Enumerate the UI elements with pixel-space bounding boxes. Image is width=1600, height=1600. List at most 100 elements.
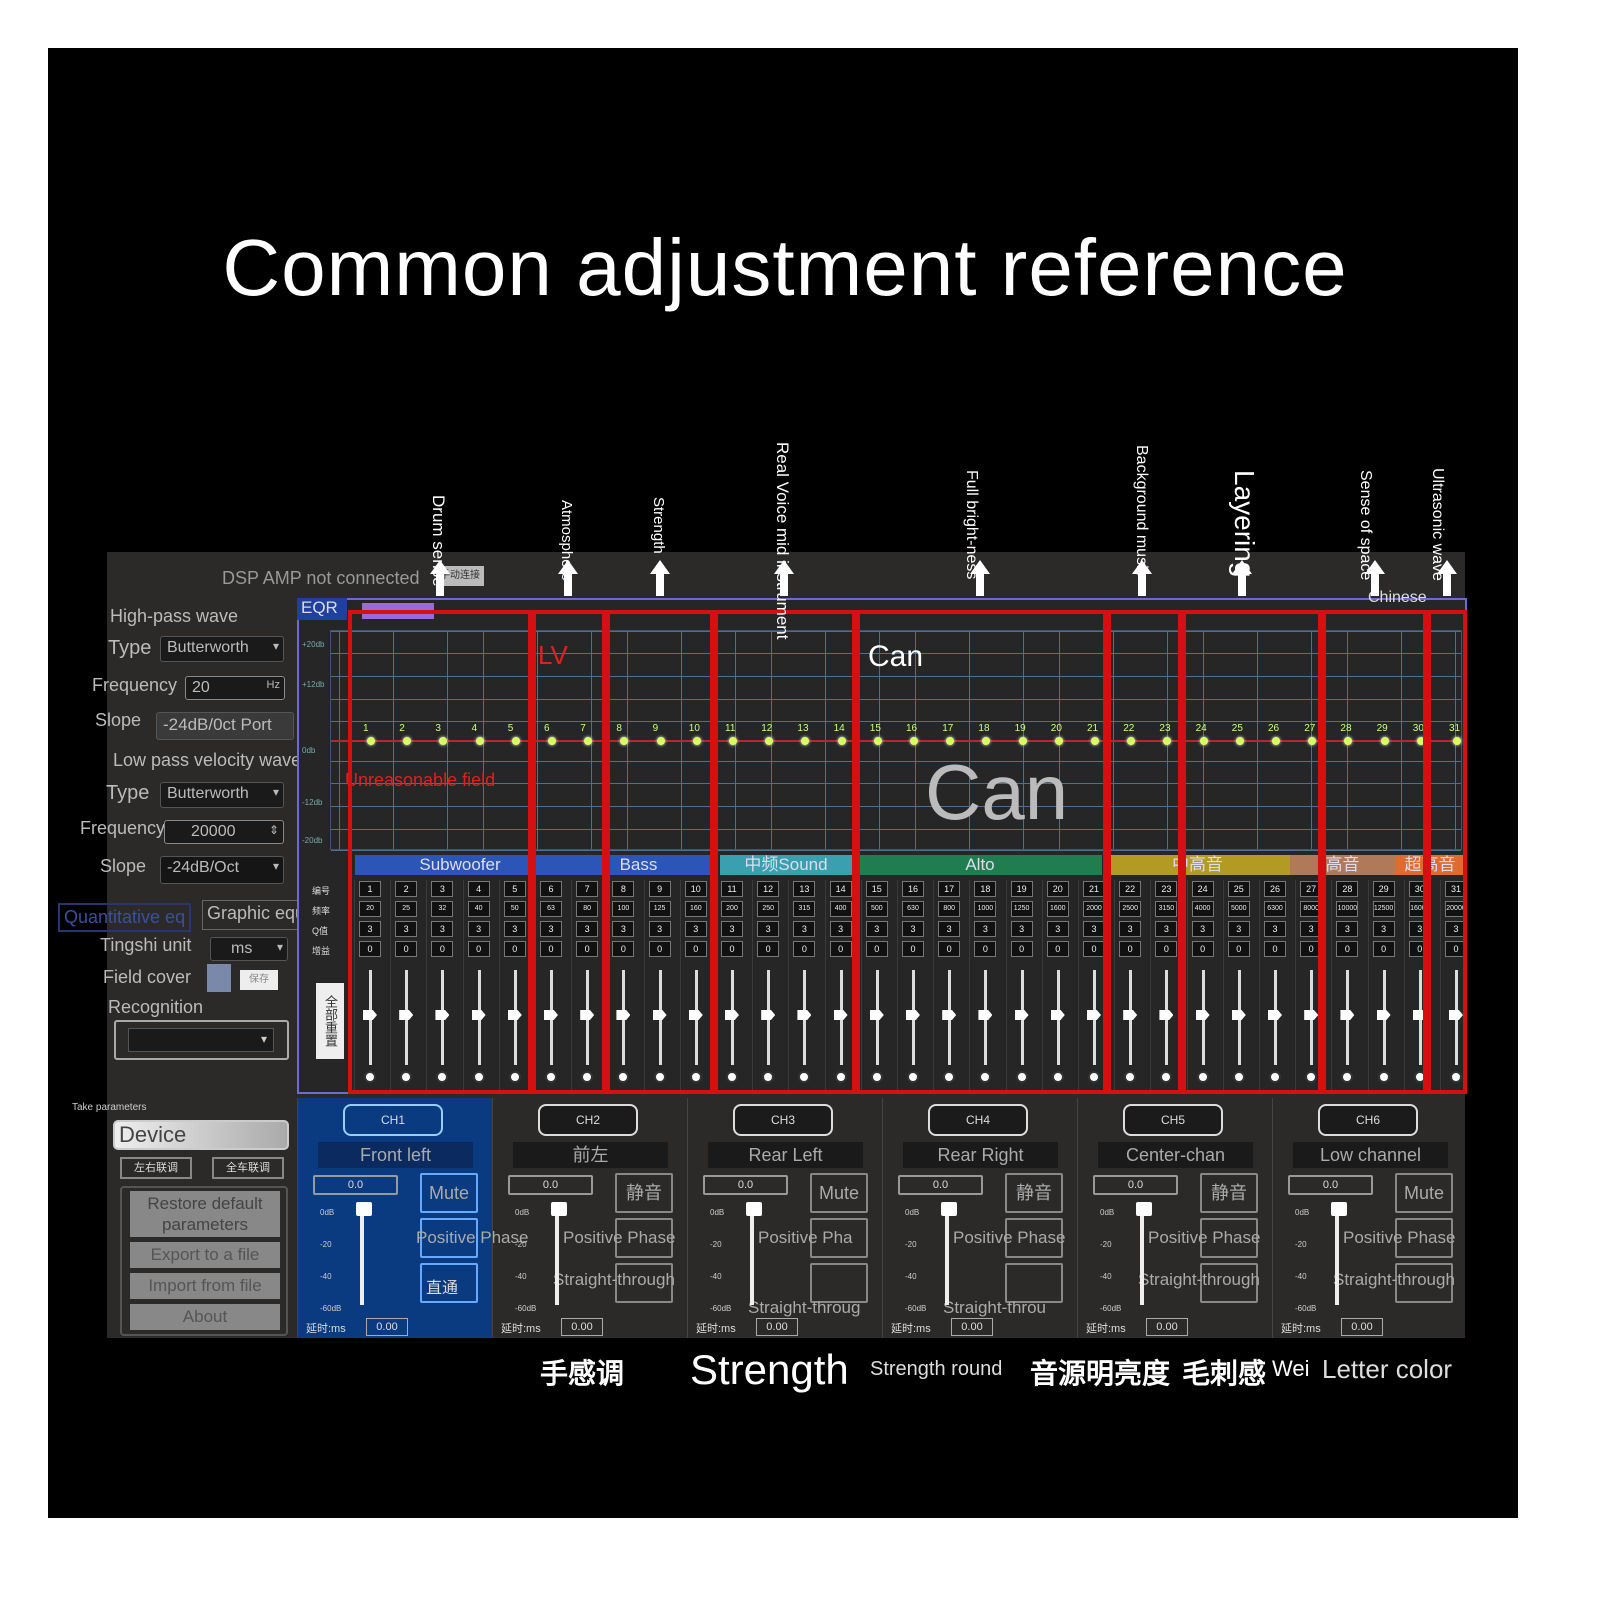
through-button[interactable] bbox=[615, 1263, 673, 1303]
band-q[interactable]: 3 bbox=[648, 921, 671, 937]
channel-volume-track[interactable] bbox=[1335, 1210, 1339, 1305]
eq-point[interactable] bbox=[910, 737, 918, 745]
eq-point[interactable] bbox=[1018, 737, 1027, 745]
band-slider-thumb[interactable] bbox=[1412, 1010, 1427, 1020]
band-slider-thumb[interactable] bbox=[652, 1010, 667, 1020]
band-frequency[interactable]: 6300 bbox=[1264, 901, 1286, 917]
band-bypass-dot[interactable] bbox=[979, 1071, 992, 1083]
band-bypass-dot[interactable] bbox=[1341, 1071, 1354, 1083]
band-frequency[interactable]: 4000 bbox=[1191, 901, 1214, 917]
phase-button[interactable] bbox=[810, 1218, 868, 1258]
band-frequency[interactable]: 5000 bbox=[1227, 901, 1250, 917]
channel-output-select[interactable]: Center-chan bbox=[1098, 1142, 1253, 1168]
band-bypass-dot[interactable] bbox=[726, 1071, 738, 1083]
band-gain[interactable]: 0 bbox=[1119, 941, 1142, 957]
band-bypass-dot[interactable] bbox=[1160, 1071, 1173, 1083]
band-slider-thumb[interactable] bbox=[1195, 1010, 1210, 1020]
band-gain[interactable]: 0 bbox=[902, 941, 924, 957]
band-q[interactable]: 3 bbox=[395, 921, 418, 937]
eq-point[interactable] bbox=[367, 737, 375, 745]
eq-point[interactable] bbox=[1163, 737, 1172, 745]
eq-point[interactable] bbox=[656, 737, 665, 745]
band-bypass-dot[interactable] bbox=[364, 1071, 376, 1083]
channel-output-select[interactable]: 前左 bbox=[513, 1142, 668, 1168]
band-gain[interactable]: 0 bbox=[757, 941, 780, 957]
band-bypass-dot[interactable] bbox=[617, 1071, 630, 1083]
graphic-eq-tab[interactable]: Graphic equ bbox=[202, 900, 311, 930]
eq-point[interactable] bbox=[1091, 737, 1099, 745]
band-slider-thumb[interactable] bbox=[1231, 1010, 1246, 1020]
band-slider-thumb[interactable] bbox=[906, 1010, 920, 1020]
band-gain[interactable]: 0 bbox=[974, 941, 997, 957]
hp-type-select[interactable]: Butterworth▾ bbox=[160, 636, 284, 662]
band-slider-thumb[interactable] bbox=[435, 1010, 450, 1020]
band-slider-thumb[interactable] bbox=[1376, 1010, 1391, 1020]
band-q[interactable]: 3 bbox=[612, 921, 635, 937]
band-gain[interactable]: 0 bbox=[1155, 941, 1178, 957]
band-frequency[interactable]: 1600 bbox=[1046, 901, 1069, 917]
band-slider-thumb[interactable] bbox=[1304, 1010, 1319, 1020]
band-q[interactable]: 3 bbox=[1155, 921, 1178, 937]
channel-button[interactable]: CH4 bbox=[928, 1104, 1028, 1136]
band-gain[interactable]: 0 bbox=[865, 941, 888, 957]
channel-gain-input[interactable]: 0.0 bbox=[898, 1175, 983, 1195]
band-q[interactable]: 3 bbox=[1227, 921, 1250, 937]
band-gain[interactable]: 0 bbox=[1372, 941, 1395, 957]
band-bypass-dot[interactable] bbox=[508, 1071, 521, 1083]
band-gain[interactable]: 0 bbox=[359, 941, 381, 957]
band-frequency[interactable]: 20 bbox=[359, 901, 381, 917]
band-bypass-dot[interactable] bbox=[400, 1071, 413, 1083]
band-q[interactable]: 3 bbox=[1010, 921, 1033, 937]
channel-button[interactable]: CH1 bbox=[343, 1104, 443, 1136]
band-frequency[interactable]: 63 bbox=[540, 901, 562, 917]
reset-all-button[interactable]: 全部重置 bbox=[316, 983, 344, 1059]
channel-volume-thumb[interactable] bbox=[1331, 1202, 1347, 1216]
band-q[interactable]: 3 bbox=[974, 921, 997, 937]
band-gain[interactable]: 0 bbox=[1336, 941, 1359, 957]
channel-button[interactable]: CH6 bbox=[1318, 1104, 1418, 1136]
band-q[interactable]: 3 bbox=[1119, 921, 1142, 937]
band-q[interactable]: 3 bbox=[829, 921, 852, 937]
band-slider-thumb[interactable] bbox=[471, 1010, 486, 1020]
eq-point[interactable] bbox=[439, 737, 448, 745]
band-frequency[interactable]: 500 bbox=[865, 901, 888, 917]
band-gain[interactable]: 0 bbox=[721, 941, 743, 957]
band-gain[interactable]: 0 bbox=[648, 941, 671, 957]
band-q[interactable]: 3 bbox=[865, 921, 888, 937]
band-frequency[interactable]: 2000 bbox=[1083, 901, 1105, 917]
eq-point[interactable] bbox=[1380, 737, 1389, 745]
through-button[interactable] bbox=[1395, 1263, 1453, 1303]
band-frequency[interactable]: 50 bbox=[503, 901, 526, 917]
band-bypass-dot[interactable] bbox=[1450, 1071, 1462, 1083]
band-frequency[interactable]: 315 bbox=[793, 901, 816, 917]
eq-point[interactable] bbox=[548, 737, 556, 745]
band-frequency[interactable]: 1000 bbox=[974, 901, 997, 917]
band-bypass-dot[interactable] bbox=[1124, 1071, 1137, 1083]
channel-volume-track[interactable] bbox=[360, 1210, 364, 1305]
lp-slope-select[interactable]: -24dB/Oct▾ bbox=[160, 856, 284, 884]
import-button[interactable]: Import from file bbox=[130, 1273, 280, 1299]
eq-tab[interactable]: EQR bbox=[297, 598, 347, 620]
band-gain[interactable]: 0 bbox=[540, 941, 562, 957]
band-q[interactable]: 3 bbox=[793, 921, 816, 937]
band-slider-thumb[interactable] bbox=[761, 1010, 776, 1020]
band-q[interactable]: 3 bbox=[431, 921, 454, 937]
band-gain[interactable]: 0 bbox=[1191, 941, 1214, 957]
band-bypass-dot[interactable] bbox=[653, 1071, 666, 1083]
eq-point[interactable] bbox=[729, 737, 737, 745]
eq-point[interactable] bbox=[982, 737, 991, 745]
band-bypass-dot[interactable] bbox=[762, 1071, 775, 1083]
through-button[interactable] bbox=[1005, 1263, 1063, 1303]
band-q[interactable]: 3 bbox=[359, 921, 381, 937]
eq-point[interactable] bbox=[1416, 737, 1425, 745]
band-slider-thumb[interactable] bbox=[833, 1010, 848, 1020]
mute-button[interactable]: Mute bbox=[1395, 1173, 1453, 1213]
band-frequency[interactable]: 100 bbox=[612, 901, 635, 917]
band-slider-thumb[interactable] bbox=[363, 1010, 377, 1020]
band-slider-thumb[interactable] bbox=[544, 1010, 558, 1020]
recognition-select[interactable]: ▾ bbox=[128, 1028, 274, 1052]
band-bypass-dot[interactable] bbox=[1015, 1071, 1028, 1083]
band-q[interactable]: 3 bbox=[576, 921, 599, 937]
band-bypass-dot[interactable] bbox=[798, 1071, 811, 1083]
